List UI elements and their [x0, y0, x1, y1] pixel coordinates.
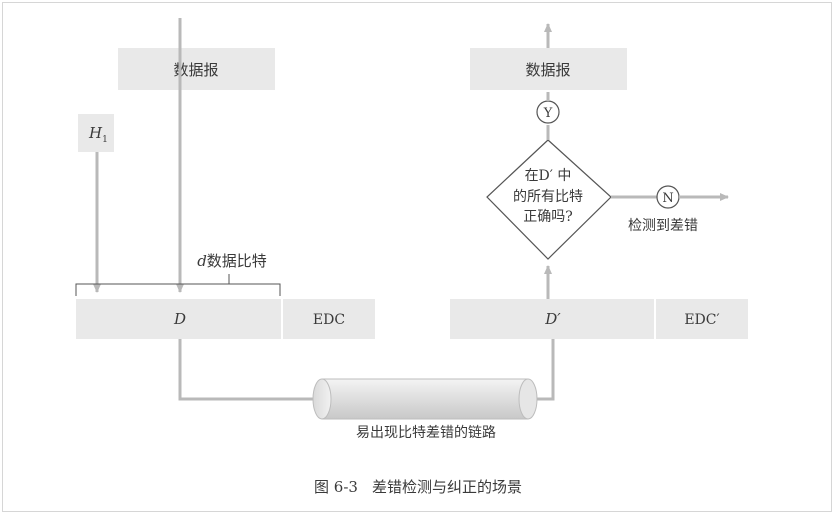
receiver-d-field [450, 299, 654, 339]
no-label: N [662, 191, 673, 206]
bit-error-link-pipe [312, 378, 538, 420]
sender-datagram-label: 数据报 [173, 61, 218, 79]
sender-datagram-box [118, 48, 275, 90]
sender-edc-label: EDC [313, 312, 345, 328]
d-bits-label: d数据比特 [197, 252, 267, 270]
header-box [78, 114, 114, 152]
receiver-datagram-box [470, 48, 627, 90]
sender-edc-field [283, 299, 375, 339]
sender-to-link-line [178, 339, 318, 401]
sender-d-label: D [173, 310, 186, 328]
decision-line-3: 正确吗? [523, 209, 573, 225]
error-detected-label: 检测到差错 [628, 218, 698, 234]
yes-label: Y [543, 106, 553, 121]
header-label: H1 [88, 124, 108, 145]
d-bits-brace [75, 274, 281, 296]
link-label: 易出现比特差错的链路 [356, 425, 496, 441]
decision-line-2: 的所有比特 [513, 189, 583, 205]
decision-line-1: 在D′ 中 [525, 168, 572, 184]
receiver-d-label: D′ [544, 310, 561, 328]
receiver-edc-field [656, 299, 748, 339]
receiver-edc-label: EDC′ [684, 312, 719, 328]
sender-d-field [76, 299, 281, 339]
receiver-datagram-label: 数据报 [525, 61, 570, 79]
bits-correct-decision [486, 139, 612, 260]
